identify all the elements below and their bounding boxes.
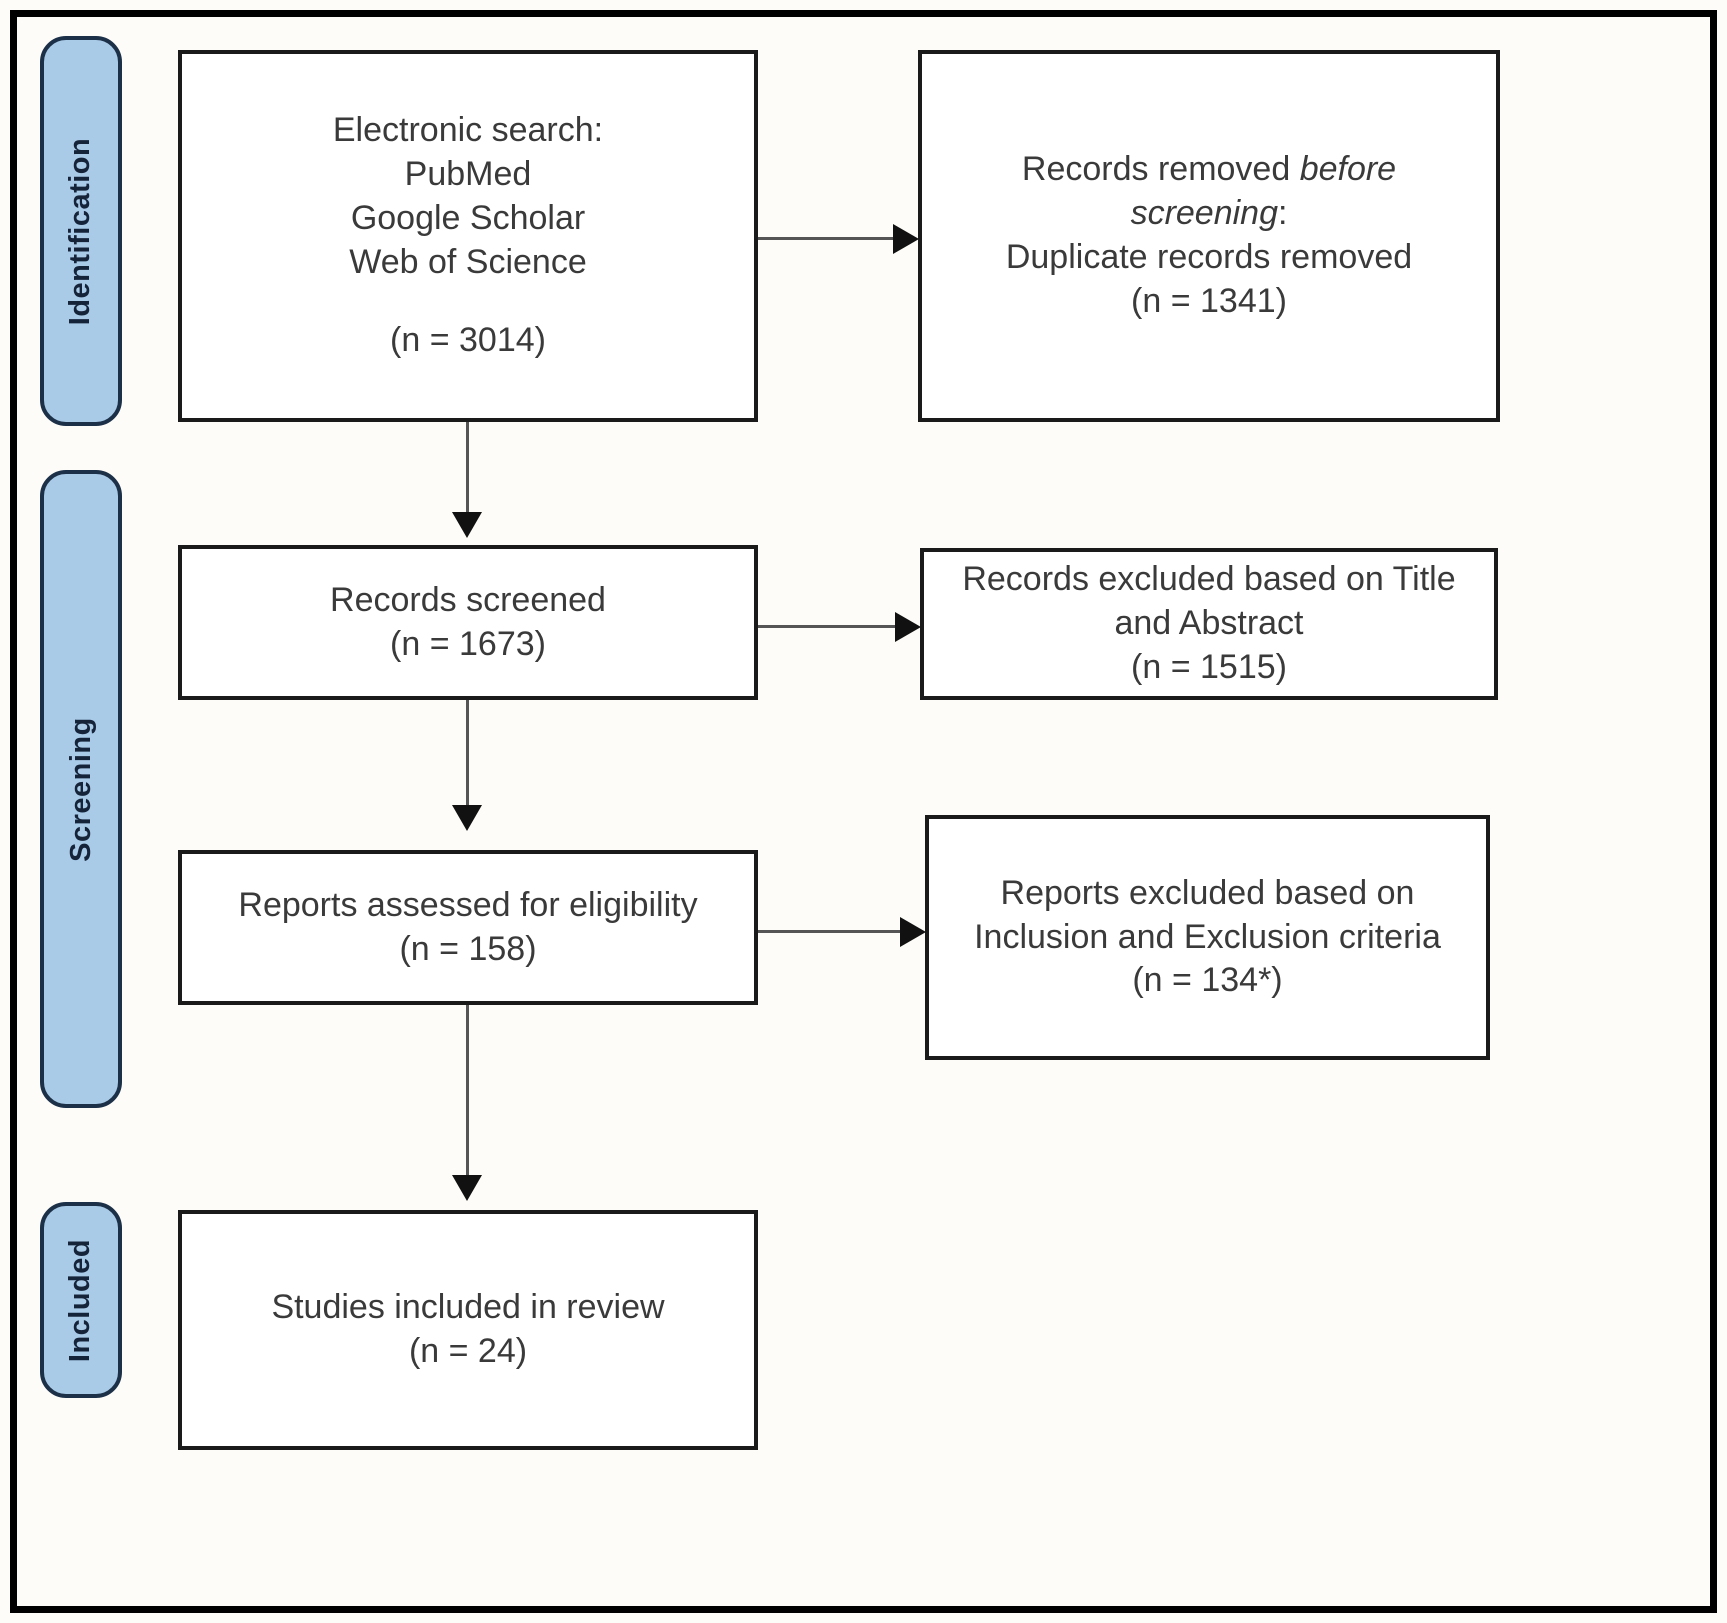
sources-line-3: Google Scholar	[350, 199, 586, 238]
connector-sources-to-removed	[757, 237, 909, 240]
studies-included-count: (n = 24)	[408, 1332, 528, 1370]
records-screened-count: (n = 1673)	[390, 624, 546, 663]
connector-assessed-to-reports-excluded	[757, 930, 917, 933]
records-screened-label: Records screened	[330, 580, 606, 619]
connector-sources-to-screened	[466, 420, 469, 520]
records-removed-line-2: screening:	[1131, 192, 1288, 236]
records-excluded-count: (n = 1515)	[1131, 647, 1287, 686]
sources-line-1: Electronic search:	[332, 111, 604, 150]
connector-screened-to-excluded	[757, 625, 911, 628]
box-identification-sources: Electronic search: PubMed Google Scholar…	[178, 50, 758, 422]
stage-label-identification: Identification	[64, 137, 97, 325]
arrowhead-screened-to-assessed	[452, 805, 482, 831]
records-removed-emphasis-screening: screening	[1130, 194, 1278, 233]
studies-included-label: Studies included in review	[271, 1288, 665, 1327]
records-removed-emphasis-before: before	[1299, 150, 1397, 189]
connector-assessed-to-included	[466, 1005, 469, 1180]
records-excluded-line-1: Records excluded based on Title	[962, 560, 1456, 599]
records-removed-line-3: Duplicate records removed	[1005, 238, 1413, 276]
arrowhead-screened-to-excluded	[895, 612, 921, 642]
arrowhead-assessed-to-included	[452, 1175, 482, 1201]
arrowhead-assessed-to-reports-excluded	[900, 917, 926, 947]
stage-label-included: Included	[64, 1238, 97, 1362]
stage-pill-screening: Screening	[40, 470, 122, 1108]
sources-line-2: PubMed	[404, 155, 532, 194]
connector-screened-to-assessed	[466, 700, 469, 810]
stage-pill-included: Included	[40, 1202, 122, 1398]
records-removed-count: (n = 1341)	[1131, 281, 1287, 320]
arrowhead-sources-to-screened	[452, 512, 482, 538]
box-reports-assessed: Reports assessed for eligibility (n = 15…	[178, 850, 758, 1005]
records-removed-line-1: Records removed before	[1022, 148, 1396, 192]
stage-label-screening: Screening	[64, 716, 97, 862]
reports-assessed-count: (n = 158)	[399, 929, 537, 968]
reports-assessed-label: Reports assessed for eligibility	[238, 885, 698, 924]
sources-count: (n = 3014)	[390, 320, 546, 359]
sources-line-4: Web of Science	[349, 242, 587, 281]
reports-excluded-count: (n = 134*)	[1132, 961, 1283, 1000]
records-excluded-line-2: and Abstract	[1114, 604, 1304, 643]
box-reports-excluded: Reports excluded based on Inclusion and …	[925, 815, 1490, 1060]
reports-excluded-line-1: Reports excluded based on	[1000, 873, 1415, 912]
box-studies-included: Studies included in review (n = 24)	[178, 1210, 758, 1450]
box-records-screened: Records screened (n = 1673)	[178, 545, 758, 700]
box-records-excluded: Records excluded based on Title and Abst…	[920, 548, 1498, 700]
arrowhead-sources-to-removed	[893, 224, 919, 254]
records-removed-colon: :	[1277, 194, 1288, 233]
box-records-removed: Records removed before screening: Duplic…	[918, 50, 1500, 422]
reports-excluded-line-2: Inclusion and Exclusion criteria	[974, 917, 1441, 956]
records-removed-line-1-text: Records removed	[1021, 150, 1300, 189]
stage-pill-identification: Identification	[40, 36, 122, 426]
